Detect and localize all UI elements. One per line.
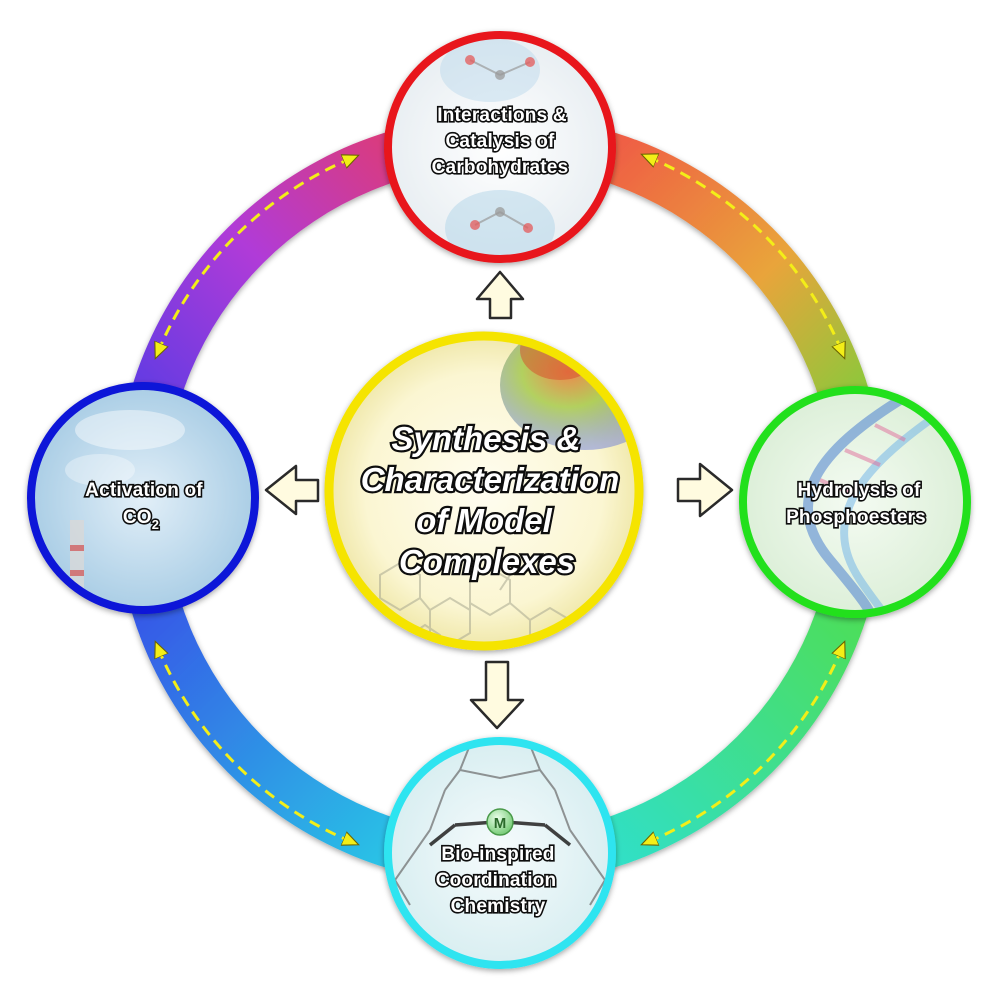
right-node-label-line-1: Hydrolysis of: [798, 480, 921, 501]
smokestack-artwork: [65, 410, 185, 610]
block-arrow-up-icon: [475, 270, 525, 320]
block-arrow-left-icon: [264, 464, 320, 516]
left-node-formula: CO2: [123, 507, 159, 532]
center-title-line-3: of Model: [416, 502, 552, 539]
center-node: Synthesis & Characterization of Model Co…: [324, 331, 644, 651]
right-node: Hydrolysis of Phosphoesters: [739, 386, 971, 618]
co2-formula-subscript: 2: [152, 517, 159, 532]
bottom-node-label-line-2: Coordination: [436, 870, 557, 891]
bottom-node-label-line-1: Bio-inspired: [441, 844, 554, 865]
center-title-line-2: Characterization: [361, 461, 620, 498]
dashed-arrow-bottom-left: [158, 648, 352, 842]
top-node-label-line-3: Carbohydrates: [432, 157, 569, 178]
block-arrow-right-icon: [676, 462, 734, 518]
metal-symbol: M: [494, 815, 507, 832]
left-node: Activation of CO2: [27, 382, 259, 614]
right-node-label-line-2: Phosphoesters: [786, 507, 926, 528]
cycle-arrows: [158, 157, 842, 842]
metal-center: [486, 808, 514, 836]
co2-formula-base: CO: [123, 507, 152, 528]
block-arrow-down-icon: [469, 660, 525, 730]
dashed-arrow-bottom-right: [648, 648, 842, 842]
center-title-line-1: Synthesis &: [392, 420, 581, 457]
bottom-node-label-line-3: Chemistry: [451, 896, 546, 917]
center-title: Synthesis & Characterization of Model Co…: [359, 418, 622, 582]
bottom-node: M Bio-inspired Coordination Chemistry: [384, 737, 616, 969]
carbohydrate-molecule-artwork: [440, 38, 555, 259]
dashed-arrow-top-left: [158, 158, 352, 352]
top-node: Interactions & Catalysis of Carbohydrate…: [384, 31, 616, 263]
top-node-label-line-1: Interactions &: [437, 105, 567, 126]
top-node-label-line-2: Catalysis of: [445, 131, 555, 152]
center-title-line-4: Complexes: [399, 543, 575, 580]
connector-arrows: [264, 270, 734, 730]
dashed-arrow-top-right: [648, 157, 842, 352]
dna-helix-artwork: [802, 395, 933, 614]
coordination-complex-artwork: M: [393, 741, 607, 906]
left-node-label-line-1: Activation of: [85, 480, 203, 501]
